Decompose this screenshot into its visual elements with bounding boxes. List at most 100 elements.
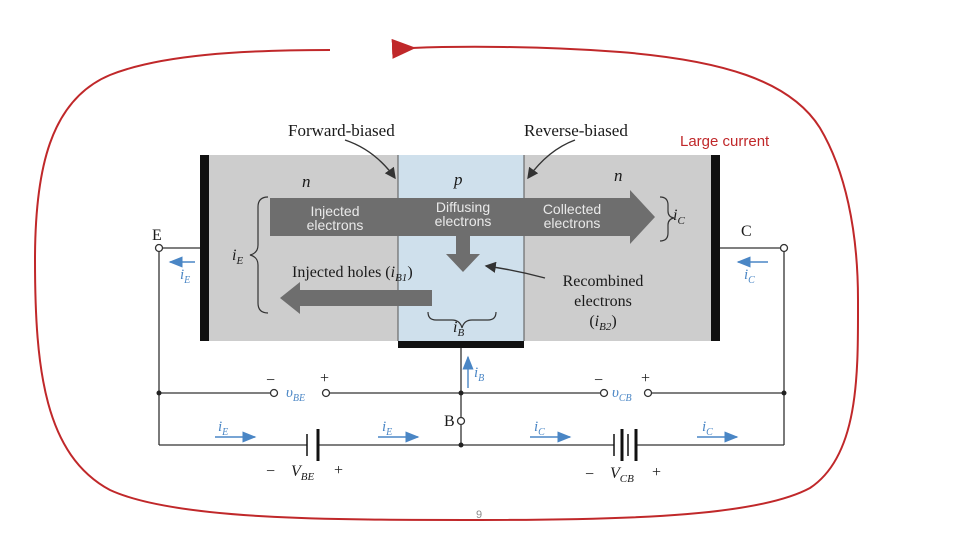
ie-subscript: E bbox=[236, 255, 244, 268]
ic-loop-subscript: C bbox=[706, 427, 713, 438]
ie-terminal-symbol: i bbox=[180, 267, 185, 283]
vbe-battery-label: VBE bbox=[291, 464, 314, 483]
vcb-battery-symbol: V bbox=[610, 465, 620, 482]
recombined-line2: electrons bbox=[574, 293, 632, 310]
base-contact bbox=[398, 341, 524, 348]
base-terminal bbox=[456, 416, 466, 426]
diffusing-electrons-label: Diffusing electrons bbox=[418, 200, 508, 228]
large-current-loop bbox=[33, 38, 860, 522]
vbe-plus-terminal bbox=[321, 388, 331, 398]
collector-label: C bbox=[741, 223, 752, 240]
ie-loop-symbol: i bbox=[218, 419, 223, 435]
junction-dots bbox=[156, 390, 787, 448]
ic-brace-label: iC bbox=[673, 208, 685, 227]
collector-type-label: n bbox=[614, 166, 623, 185]
recombined-symbol: i bbox=[594, 313, 600, 330]
ic-loop-symbol: i bbox=[702, 419, 707, 435]
collector-contact bbox=[711, 155, 720, 341]
ie-loop-label: iE bbox=[218, 420, 228, 438]
collected-electrons-line2: electrons bbox=[543, 215, 601, 231]
emitter-type-label: n bbox=[302, 172, 311, 191]
ie-mid-label: iE bbox=[382, 420, 392, 438]
injected-electrons-line1: Injected bbox=[310, 203, 360, 219]
collector-terminal bbox=[779, 243, 789, 253]
reverse-biased-label: Reverse-biased bbox=[524, 121, 628, 140]
vcb-plus: + bbox=[641, 370, 651, 387]
injected-electrons-label: Injected electrons bbox=[290, 204, 380, 232]
ic-mid-label: iC bbox=[534, 420, 545, 438]
injected-electrons-line2: electrons bbox=[306, 217, 364, 233]
ie-brace bbox=[249, 196, 269, 314]
ie-loop-subscript: E bbox=[222, 427, 229, 438]
vbe-plus: + bbox=[320, 370, 330, 387]
collected-electrons-line1: Collected bbox=[542, 201, 602, 217]
emitter-label: E bbox=[152, 227, 162, 244]
vbe-minus-terminal bbox=[269, 388, 279, 398]
vbe-battery bbox=[306, 429, 320, 461]
vbe-minus: − bbox=[266, 372, 276, 389]
collected-electrons-label: Collected electrons bbox=[528, 202, 616, 230]
ib-current-symbol: i bbox=[474, 365, 479, 381]
ic-symbol: i bbox=[673, 207, 678, 224]
vbe-battery-subscript: BE bbox=[300, 471, 315, 484]
vcb-battery bbox=[613, 429, 638, 461]
circuit-wires bbox=[158, 247, 785, 446]
large-current-label: Large current bbox=[680, 133, 770, 150]
vbe-battery-plus: + bbox=[334, 462, 344, 479]
vcb-symbol: υ bbox=[612, 385, 619, 401]
vcb-battery-plus: + bbox=[652, 464, 662, 481]
ie-brace-label: iE bbox=[232, 248, 243, 267]
reverse-junction-arrow bbox=[527, 139, 576, 180]
ic-mid-subscript: C bbox=[538, 427, 545, 438]
ic-loop-label: iC bbox=[702, 420, 713, 438]
vcb-minus: − bbox=[594, 372, 604, 389]
vbe-battery-minus: − bbox=[266, 463, 276, 480]
ie-mid-subscript: E bbox=[386, 427, 393, 438]
injected-holes-text: Injected holes ( bbox=[292, 264, 391, 281]
injected-holes-symbol: i bbox=[390, 264, 396, 281]
recombined-pointer bbox=[484, 261, 546, 279]
base-type-label: p bbox=[454, 170, 463, 189]
ib-subscript: B bbox=[457, 327, 465, 340]
injected-holes-arrow bbox=[280, 282, 432, 314]
vcb-minus-terminal bbox=[599, 388, 609, 398]
ib-current-subscript: B bbox=[478, 373, 485, 384]
ic-terminal-label: iC bbox=[744, 268, 755, 286]
ic-brace bbox=[659, 196, 675, 242]
recombined-line1: Recombined bbox=[562, 273, 644, 290]
electron-flow-arrow bbox=[270, 190, 655, 244]
ie-terminal-subscript: E bbox=[184, 275, 191, 286]
diffusing-electrons-line2: electrons bbox=[434, 213, 492, 229]
page-number: 9 bbox=[476, 509, 483, 521]
forward-junction-arrow bbox=[344, 139, 396, 180]
ic-terminal-symbol: i bbox=[744, 267, 749, 283]
emitter-terminal bbox=[154, 243, 164, 253]
vbe-battery-symbol: V bbox=[291, 463, 301, 480]
vcb-battery-minus: − bbox=[585, 466, 595, 483]
vbe-subscript: BE bbox=[292, 393, 306, 404]
ic-mid-symbol: i bbox=[534, 419, 539, 435]
base-label: B bbox=[444, 413, 455, 430]
ib-brace bbox=[427, 311, 497, 329]
ie-terminal-label: iE bbox=[180, 268, 190, 286]
vbe-label: υBE bbox=[286, 386, 305, 404]
recombined-electrons-label: Recombined electrons (iB2) bbox=[553, 272, 653, 337]
emitter-contact bbox=[200, 155, 209, 341]
injected-holes-subscript: B1 bbox=[395, 272, 408, 285]
ie-mid-symbol: i bbox=[382, 419, 387, 435]
injected-holes-label: Injected holes (iB1) bbox=[292, 264, 413, 285]
forward-biased-label: Forward-biased bbox=[288, 121, 395, 140]
vbe-symbol: υ bbox=[286, 385, 293, 401]
collector-region bbox=[524, 155, 720, 341]
vcb-plus-terminal bbox=[643, 388, 653, 398]
vcb-battery-subscript: CB bbox=[619, 473, 634, 486]
diffusing-electrons-line1: Diffusing bbox=[435, 199, 491, 215]
ie-symbol: i bbox=[232, 247, 237, 264]
ic-subscript: C bbox=[677, 215, 685, 228]
diffusing-branch-arrow bbox=[446, 236, 480, 272]
vcb-label: υCB bbox=[612, 386, 632, 404]
ib-current-label: iB bbox=[474, 366, 484, 384]
ib-brace-label: iB bbox=[453, 320, 464, 339]
